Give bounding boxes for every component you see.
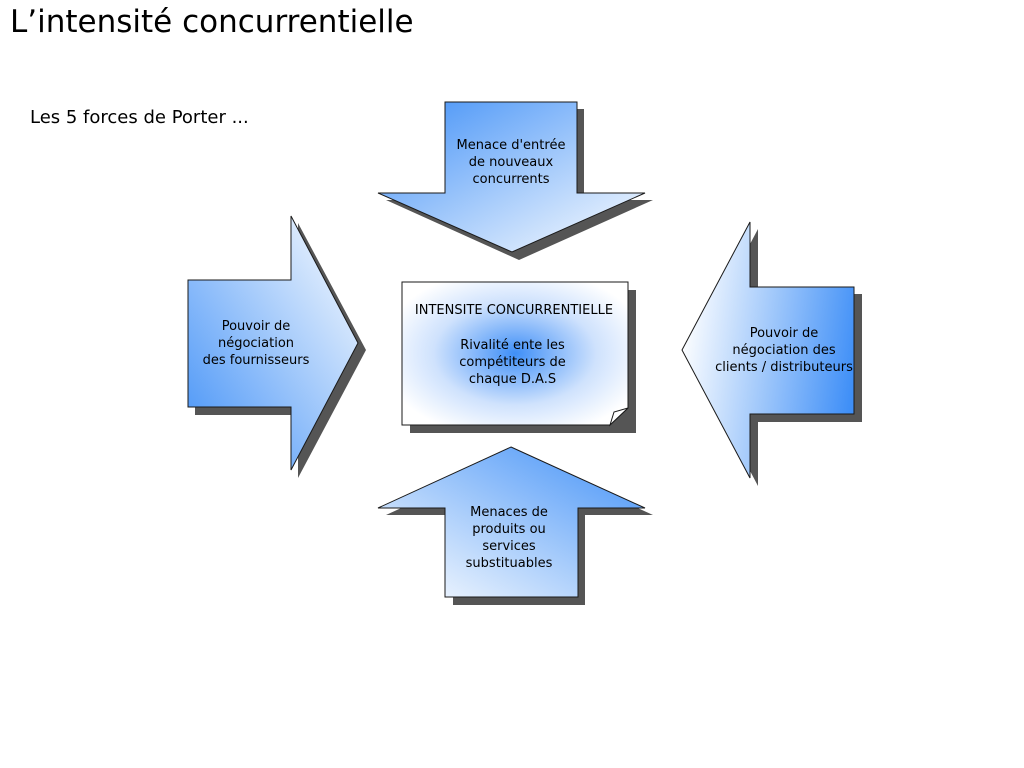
force-suppliers-label: Pouvoir de négociation des fournisseurs xyxy=(202,319,310,368)
arrow-left xyxy=(187,215,359,471)
arrow-right xyxy=(681,221,855,479)
arrow-bottom xyxy=(377,446,646,598)
center-box-fold xyxy=(608,407,629,427)
force-clients-label: Pouvoir de négociation des clients / dis… xyxy=(715,326,853,375)
force-new-entrants-label: Menace d'entrée de nouveaux concurrents xyxy=(456,138,566,187)
slide-title: L’intensité concurrentielle xyxy=(10,4,414,40)
arrow-top xyxy=(377,101,646,253)
slide-subtitle: Les 5 forces de Porter ... xyxy=(30,107,249,128)
center-text: Rivalité ente les compétiteurs de chaque… xyxy=(459,338,566,387)
force-substitutes-label: Menaces de produits ou services substitu… xyxy=(465,505,553,571)
center-title: INTENSITE CONCURRENTIELLE xyxy=(414,303,614,318)
